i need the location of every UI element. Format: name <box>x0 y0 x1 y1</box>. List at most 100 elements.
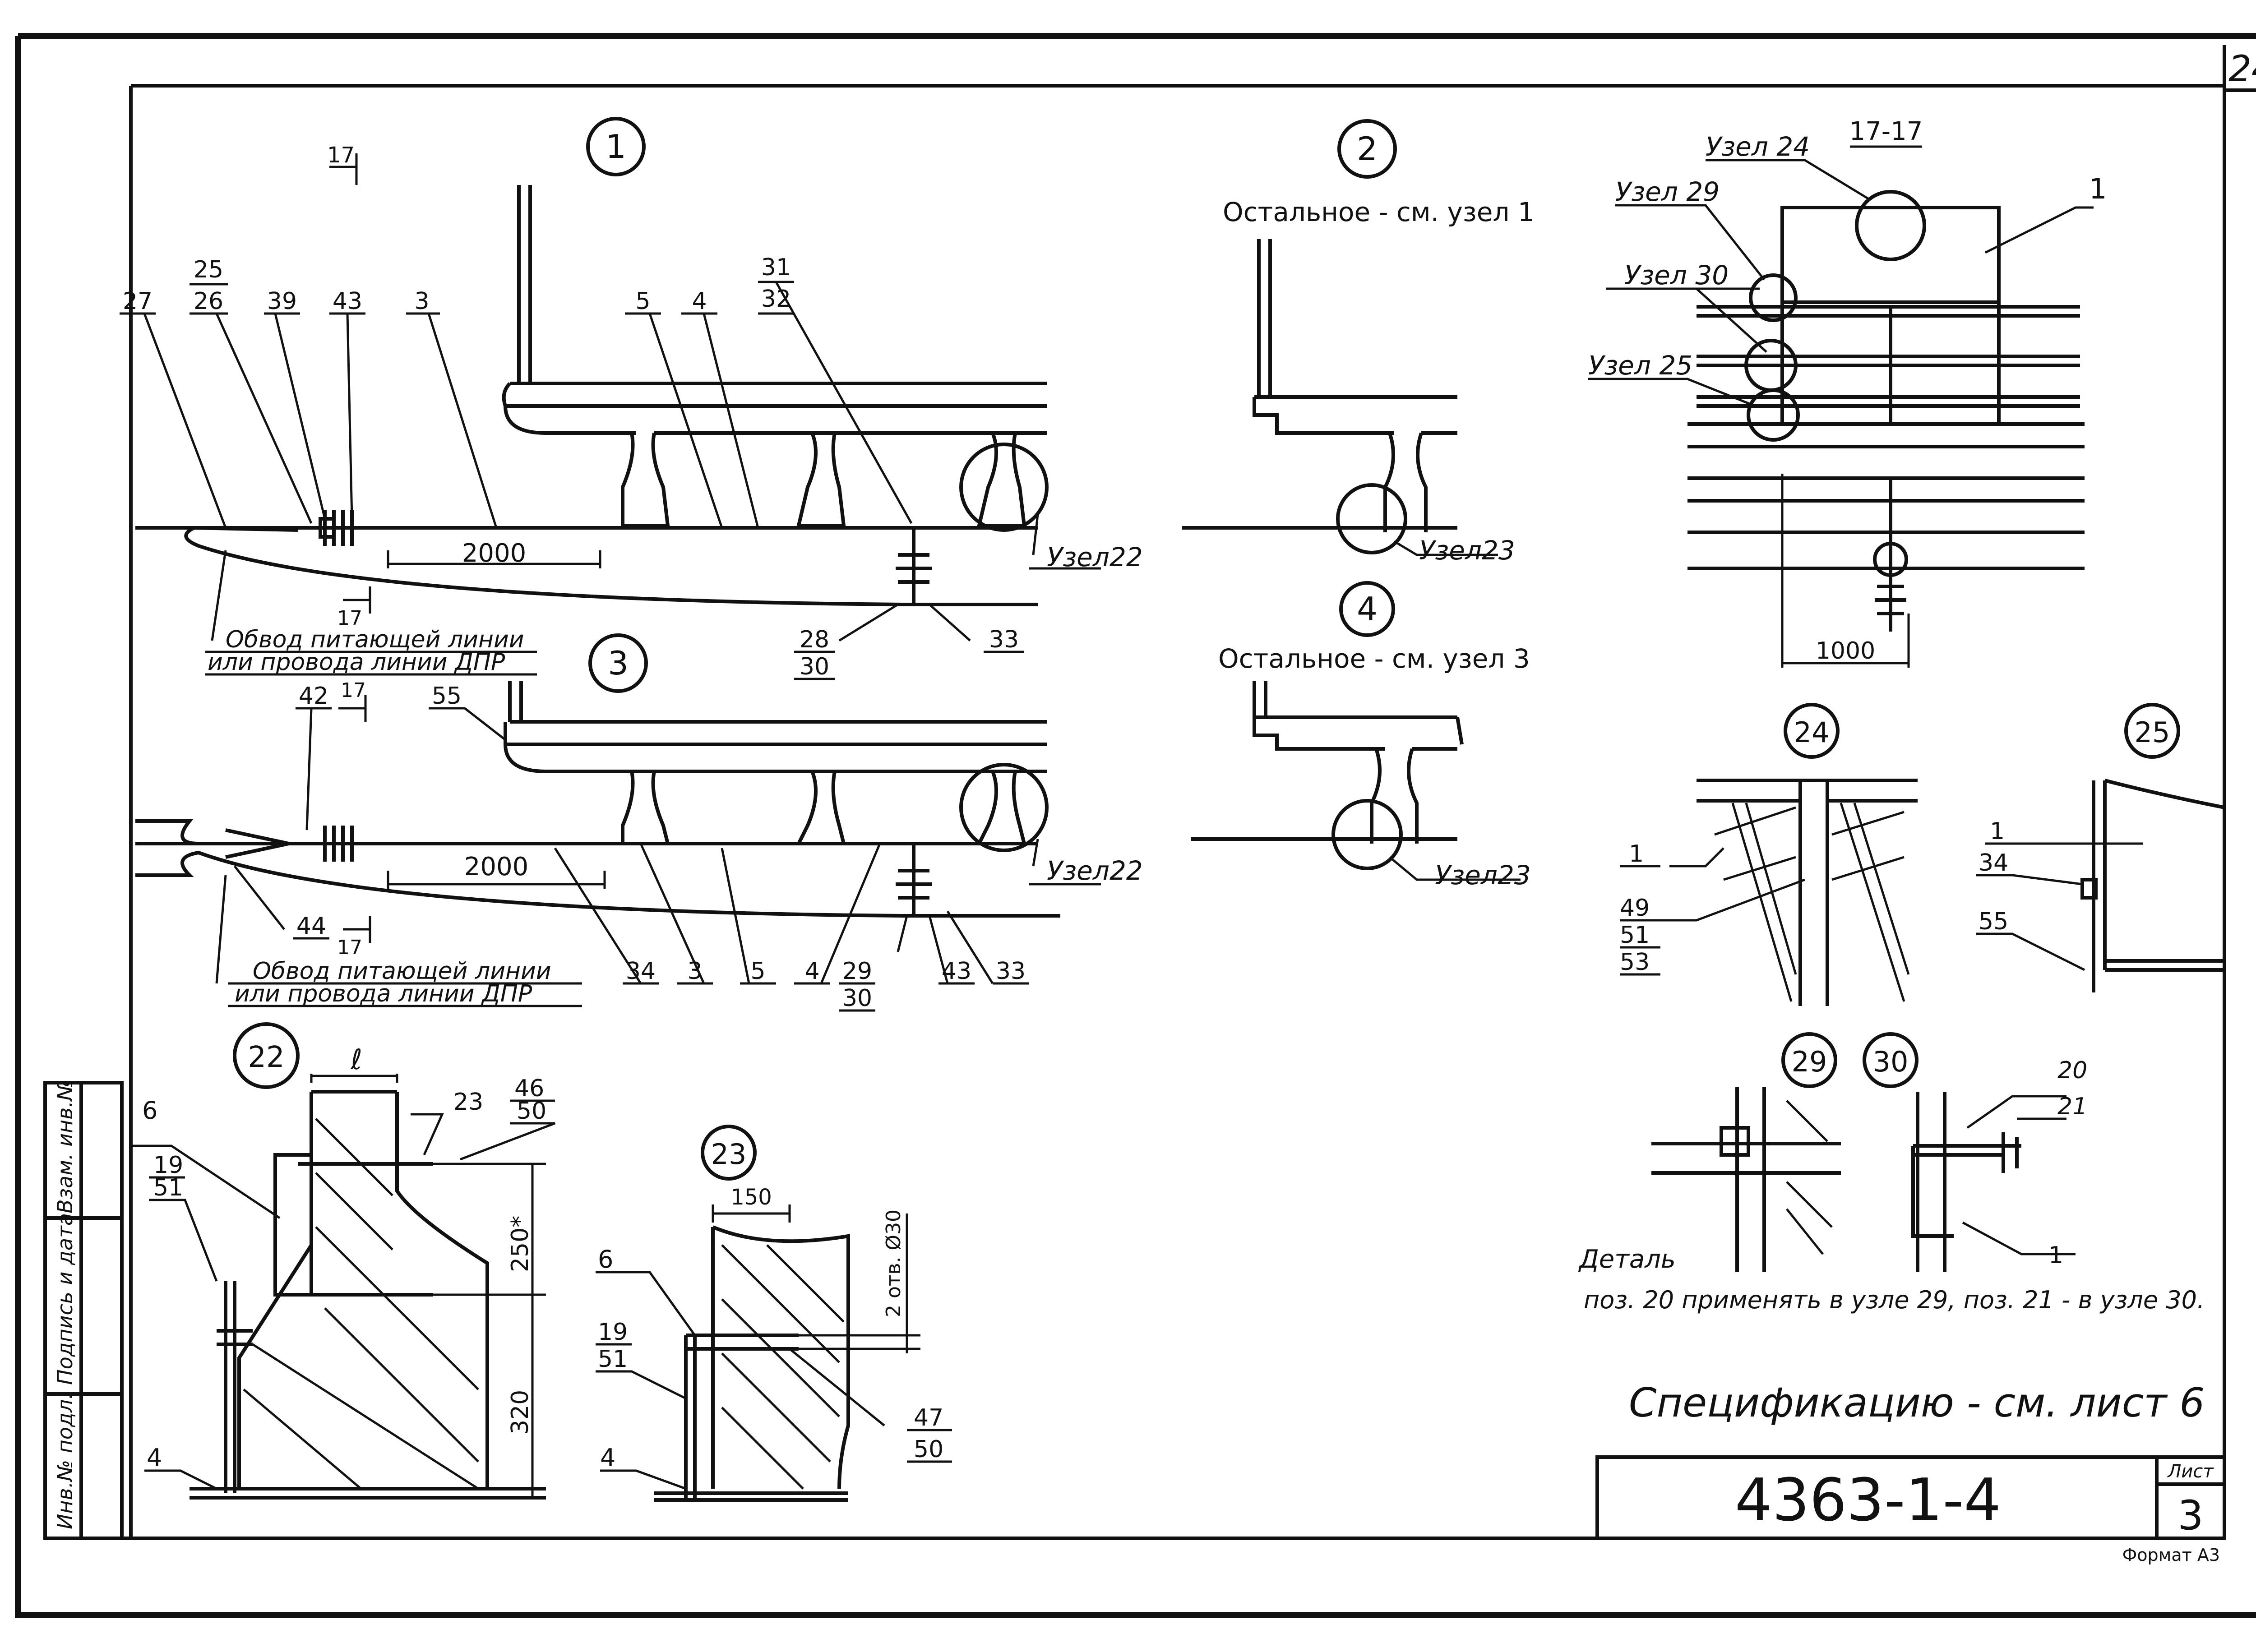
node-22-label-6: 6 <box>142 1096 157 1125</box>
node-3-label-43: 43 <box>942 958 971 985</box>
node-3-bypass-line-1: Обвод питающей линии <box>253 958 551 985</box>
node-1-label-31: 31 <box>761 254 791 281</box>
node-1-label-4: 4 <box>692 288 707 315</box>
node-29-30-label-21: 21 <box>2057 1093 2087 1120</box>
node-1-label-25: 25 <box>194 256 223 283</box>
node-3-label-55: 55 <box>432 683 462 710</box>
node-3-label-33: 33 <box>996 958 1026 985</box>
node-1-callout-node: Узел22 <box>1047 542 1143 572</box>
sheet-label: Лист <box>2167 1461 2214 1482</box>
node-1-label-33: 33 <box>989 626 1019 653</box>
node-3-label-30: 30 <box>842 985 872 1012</box>
node-3-label-5: 5 <box>750 958 765 985</box>
node-1-label-30: 30 <box>800 653 829 680</box>
node-23-label-4: 4 <box>600 1444 615 1472</box>
sheet-corner-number: 24 <box>2228 48 2256 90</box>
section-17-item: 1 <box>2089 172 2107 205</box>
stamp-inv-podl: Инв.№ подл. <box>53 1393 77 1529</box>
drawing-code: 4363-1-4 <box>1735 1466 2001 1534</box>
node-25-drawing <box>1976 703 2225 992</box>
node-30-number: 30 <box>1873 1045 1909 1078</box>
node-1-bypass-line-1: Обвод питающей линии <box>226 626 524 653</box>
node-1-drawing <box>120 117 1101 680</box>
node-25-number: 25 <box>2135 716 2170 749</box>
node-23-dimension: 150 <box>730 1185 772 1210</box>
node-1-label-28: 28 <box>800 626 829 653</box>
node-25-label-34: 34 <box>1979 849 2008 877</box>
node-22-dim-250: 250* <box>507 1216 534 1272</box>
node-1-label-43: 43 <box>333 288 362 315</box>
node-1-section-mark: 17 <box>327 143 355 168</box>
node-3-label-3: 3 <box>687 958 702 985</box>
node-2-number: 2 <box>1357 130 1378 168</box>
node-3-label-29: 29 <box>842 958 872 985</box>
node-25-label-55: 55 <box>1979 908 2008 935</box>
node-24-label-53: 53 <box>1620 949 1650 976</box>
node-1-label-39: 39 <box>267 288 297 315</box>
node-23-label-50: 50 <box>914 1436 943 1463</box>
node-3-label-34: 34 <box>626 958 656 985</box>
section-17-label-node30: Узел 30 <box>1624 260 1729 291</box>
node-3-callout-node: Узел22 <box>1047 855 1143 886</box>
node-3-bypass-line-2: или провода линии ДПР <box>235 980 532 1007</box>
stamp-vzam-inv: Взам. инв.№ <box>53 1079 77 1214</box>
node-1-label-27: 27 <box>123 288 153 315</box>
node-3-section-mark: 17 <box>341 679 366 702</box>
section-17-label-node24: Узел 24 <box>1706 131 1810 162</box>
node-4-callout-node: Узел23 <box>1435 860 1531 891</box>
node-22-label-19: 19 <box>153 1152 183 1179</box>
node-1-dimension: 2000 <box>462 539 527 568</box>
node-22-drawing <box>131 1022 555 1500</box>
node-22-label-50: 50 <box>517 1098 546 1125</box>
node-29-30-detail-title: Деталь <box>1578 1245 1676 1274</box>
node-29-number: 29 <box>1792 1045 1827 1078</box>
node-1-bypass-line-2: или провода линии ДПР <box>208 649 505 676</box>
node-29-30-label-1: 1 <box>2048 1242 2063 1269</box>
node-2-drawing <box>1182 119 1498 556</box>
title-block <box>1595 1455 2226 1540</box>
sheet-number: 3 <box>2177 1492 2203 1539</box>
node-3-number: 3 <box>608 644 629 682</box>
node-1-section-mark-bottom: 17 <box>337 607 362 630</box>
stamp-podpis-data: Подпись и дата <box>53 1213 77 1385</box>
node-22-width-label: ℓ <box>350 1043 362 1076</box>
node-1-label-26: 26 <box>194 288 223 315</box>
node-29-30-detail-note: поз. 20 применять в узле 29, поз. 21 - в… <box>1584 1286 2205 1314</box>
node-3-section-mark-bottom: 17 <box>337 936 362 959</box>
node-4-note: Остальное - см. узел 3 <box>1218 643 1530 674</box>
node-2-note: Остальное - см. узел 1 <box>1223 197 1535 227</box>
node-24-number: 24 <box>1794 716 1830 749</box>
node-23-drawing <box>596 1125 952 1502</box>
node-22-label-23: 23 <box>453 1089 483 1116</box>
node-4-number: 4 <box>1357 590 1378 628</box>
node-24-label-1: 1 <box>1629 840 1644 868</box>
node-24-label-51: 51 <box>1620 922 1650 949</box>
node-23-number: 23 <box>711 1138 747 1171</box>
node-22-label-46: 46 <box>514 1075 544 1102</box>
section-17-title: 17-17 <box>1849 117 1923 146</box>
node-1-label-32: 32 <box>761 286 791 313</box>
section-17-label-node29: Узел 29 <box>1615 176 1720 207</box>
node-24-drawing <box>1620 703 1918 1006</box>
section-17-17-drawing <box>1588 145 2094 668</box>
node-2-callout-node: Узел23 <box>1419 535 1515 566</box>
node-22-label-4: 4 <box>147 1444 162 1472</box>
node-25-label-1: 1 <box>1990 818 2005 845</box>
node-22-number: 22 <box>248 1041 284 1074</box>
specification-note: Спецификацию - см. лист 6 <box>1629 1380 2205 1426</box>
node-29-30-drawing <box>1651 1032 2076 1272</box>
section-17-dimension: 1000 <box>1816 637 1875 664</box>
node-22-label-51: 51 <box>153 1174 183 1201</box>
format-label: Формат А3 <box>2122 1545 2220 1565</box>
node-1-label-5: 5 <box>635 288 650 315</box>
node-3-dimension: 2000 <box>464 852 529 881</box>
node-3-label-42: 42 <box>299 683 328 710</box>
node-23-hole-note: 2 отв. Ø30 <box>882 1209 905 1317</box>
node-29-30-label-20: 20 <box>2057 1057 2087 1084</box>
node-4-drawing <box>1191 581 1521 881</box>
node-23-label-51: 51 <box>598 1346 628 1373</box>
node-1-number: 1 <box>606 128 626 166</box>
sheet-frame <box>15 33 2256 1618</box>
node-24-label-49: 49 <box>1620 895 1650 922</box>
